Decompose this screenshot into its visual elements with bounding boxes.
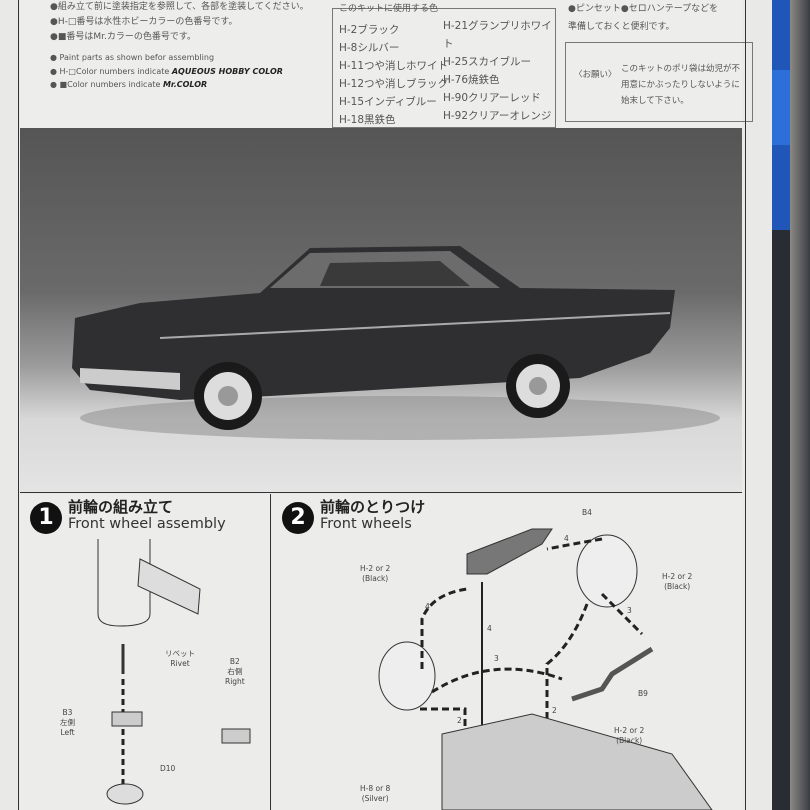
color-item: H-2ブラック (339, 24, 400, 36)
sequence-marker: 4 (487, 624, 492, 633)
car-photo (20, 128, 742, 493)
car-image (72, 246, 720, 440)
color-item: H-18黒鉄色 (339, 114, 396, 126)
color-item: H-92クリアーオレンジ (443, 110, 552, 122)
note-en-3: ● ■Color numbers indicate Mr.COLOR (50, 80, 208, 89)
sequence-marker: 4 (425, 602, 430, 611)
paint-label: H-2 or 2(Black) (614, 726, 645, 745)
step-title-ja: 前輪の組み立て (68, 498, 174, 516)
step-2-panel: 2 前輪のとりつけ Front wheels B4 B9 H-2 or 2(Bl… (272, 494, 742, 810)
sequence-marker: 3 (494, 654, 499, 663)
paint-label: H-2 or 2(Black) (360, 564, 391, 583)
step-title-ja: 前輪のとりつけ (320, 498, 426, 516)
background-edge (790, 0, 810, 810)
tools-note: ●ピンセット●セロハンテープなどを 準備しておくと便利です。 (568, 0, 718, 36)
paint-label: H-8 or 8(Silver) (360, 784, 391, 803)
color-item: H-15インディブルー (339, 96, 437, 108)
color-list-right: H-21グランプリホワイト H-25スカイブルー H-76焼鉄色 H-90クリア… (443, 17, 555, 125)
notice-text: このキットのポリ袋は幼児が不用意にかぶったりしないように始末して下さい。 (621, 64, 741, 106)
part-d10-label: D10 (160, 764, 176, 773)
color-item: H-11つや消しホワイト (339, 60, 449, 72)
color-item: H-76焼鉄色 (443, 74, 500, 86)
part-b4-label: B4 (582, 508, 592, 517)
sequence-marker: 2 (552, 706, 557, 715)
color-item: H-8シルバー (339, 42, 400, 54)
tools-line: ●ピンセット●セロハンテープなどを (568, 4, 719, 14)
sequence-marker: 2 (457, 716, 462, 725)
note-ja-1: ●組み立て前に塗装指定を参照して、各部を塗装してください。 (50, 2, 309, 12)
note-ja-2: ●H-□番号は水性ホビーカラーの色番号です。 (50, 17, 238, 27)
step-number-badge: 2 (282, 502, 314, 534)
sequence-marker: 4 (564, 534, 569, 543)
color-item: H-12つや消しブラック (339, 78, 449, 90)
sequence-marker: 3 (627, 606, 632, 615)
step-title-en: Front wheel assembly (68, 516, 226, 532)
front-wheel-assembly-diagram (97, 539, 251, 805)
blue-box-edge-light (772, 70, 790, 145)
front-wheels-diagram (378, 528, 713, 810)
paint-notes: ●組み立て前に塗装指定を参照して、各部を塗装してください。 ●H-□番号は水性ホ… (50, 0, 309, 92)
step-title-en: Front wheels (320, 516, 412, 532)
note-en-2: ● H-□Color numbers indicate AQUEOUS HOBB… (50, 66, 283, 76)
notice-label: 〈お願い〉 (574, 70, 617, 80)
tools-line: 準備しておくと便利です。 (568, 22, 675, 32)
note-en-1: ● Paint parts as shown befor assembling (50, 53, 215, 62)
paint-label: H-2 or 2(Black) (662, 572, 693, 591)
color-item: H-90クリアーレッド (443, 92, 541, 104)
color-list-heading: このキットに使用する色 (339, 4, 439, 14)
color-list-box: このキットに使用する色 H-2ブラック H-8シルバー H-11つや消しホワイト… (332, 4, 556, 129)
part-b9-label: B9 (638, 689, 648, 698)
step-number-badge: 1 (30, 502, 62, 534)
color-list-left: H-2ブラック H-8シルバー H-11つや消しホワイト H-12つや消しブラッ… (339, 21, 448, 129)
header-section: ●組み立て前に塗装指定を参照して、各部を塗装してください。 ●H-□番号は水性ホ… (20, 0, 753, 129)
color-item: H-21グランプリホワイト (443, 20, 552, 50)
page-frame (18, 0, 746, 810)
note-ja-3: ●■番号はMr.カラーの色番号です。 (50, 32, 196, 42)
color-item: H-25スカイブルー (443, 56, 532, 68)
notice-box: 〈お願い〉 このキットのポリ袋は幼児が不用意にかぶったりしないように始末して下さ… (565, 42, 753, 122)
